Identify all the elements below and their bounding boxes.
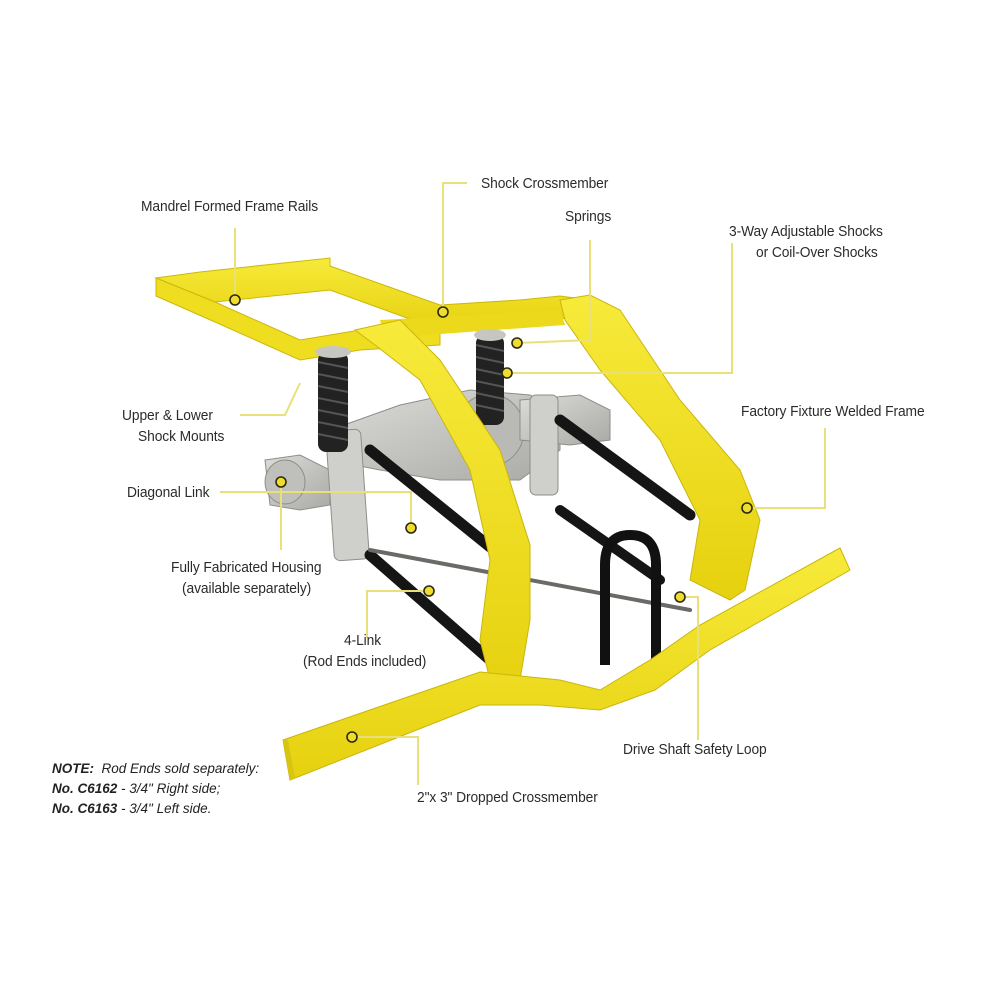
label-mandrel-frame-rails: Mandrel Formed Frame Rails xyxy=(141,198,319,215)
coil-over-shocks xyxy=(315,329,506,452)
drive-shaft-safety-loop xyxy=(600,529,661,665)
rod-end-note: NOTE: Rod Ends sold separately: No. C616… xyxy=(52,759,259,819)
dropped-crossmember xyxy=(282,547,851,781)
label-housing-line1: Fully Fabricated Housing xyxy=(171,559,322,576)
label-dropped-crossmember: 2"x 3" Dropped Crossmember xyxy=(417,789,598,806)
note-line2: - 3/4" Right side; xyxy=(121,781,221,796)
label-diagonal-link: Diagonal Link xyxy=(127,484,210,501)
label-springs: Springs xyxy=(565,208,612,225)
label-shock-crossmember: Shock Crossmember xyxy=(481,175,609,192)
label-shock-mounts-line1: Upper & Lower xyxy=(122,407,213,424)
label-four-link-line2: (Rod Ends included) xyxy=(303,653,427,670)
callout-dots xyxy=(229,294,753,743)
leader-lines xyxy=(220,182,826,785)
label-factory-welded-frame: Factory Fixture Welded Frame xyxy=(741,403,925,420)
note-line1: Rod Ends sold separately: xyxy=(101,761,260,776)
label-adjustable-shocks-line2: or Coil-Over Shocks xyxy=(756,244,878,261)
label-adjustable-shocks-line1: 3-Way Adjustable Shocks xyxy=(729,223,883,240)
note-part-left: No. C6163 xyxy=(52,801,118,816)
label-shock-mounts-line2: Shock Mounts xyxy=(138,428,225,445)
note-part-right: No. C6162 xyxy=(52,781,118,796)
label-drive-shaft-safety-loop: Drive Shaft Safety Loop xyxy=(623,741,767,758)
note-line3: - 3/4" Left side. xyxy=(121,801,212,816)
label-housing-line2: (available separately) xyxy=(182,580,312,597)
note-heading: NOTE: xyxy=(52,761,94,776)
label-four-link-line1: 4-Link xyxy=(344,632,382,649)
